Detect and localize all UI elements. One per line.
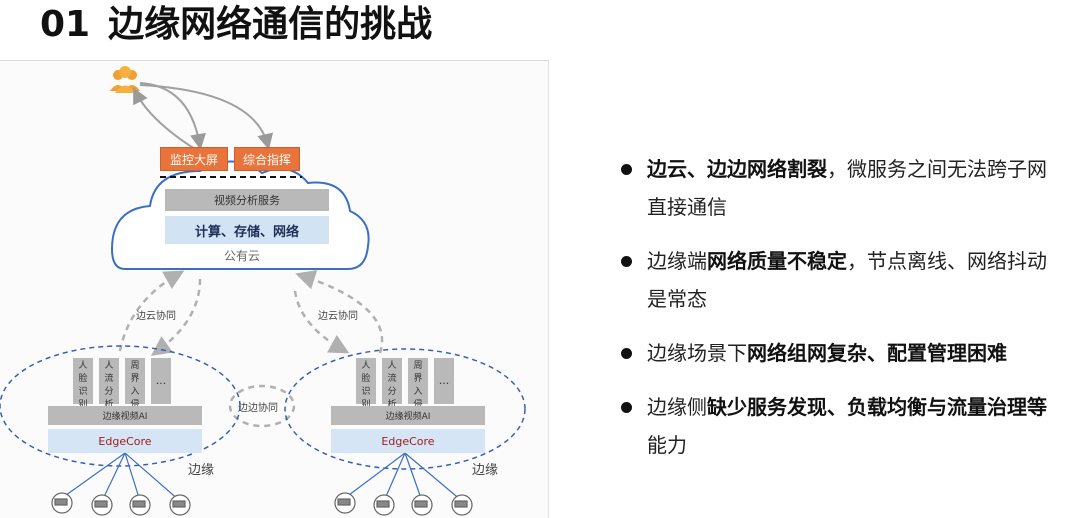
collab-arc-right-down [293,290,350,354]
edge-video-ai-right: 边缘视频AI [331,406,485,425]
bullet-dot-icon [621,348,632,359]
app-face-recognition: 人脸识别 [73,358,93,410]
camera-links-right [344,452,463,502]
bullet-emphasis: 网络质量不稳定 [707,249,847,273]
arrow-users-monitor [139,82,206,150]
app-perimeter-intrusion: 周界入侵 [125,358,145,410]
bullet-dot-icon [621,164,632,175]
app-crowd-analysis: 人流分析 [99,358,119,410]
collab-arc-left-up [118,270,185,352]
edge-collab-ring [228,384,296,428]
bullet-emphasis: 边云、边边网络割裂 [647,157,827,181]
app-perimeter-intrusion: 周界入侵 [408,358,428,410]
app-crowd-analysis: 人流分析 [382,358,402,410]
arrow-users-command [139,84,274,150]
bullet-emphasis: 缺少服务发现、负载均衡与流量治理等 [707,395,1047,419]
edge-left-outline [0,345,241,467]
bullet-segment: 边缘场景下 [647,341,747,365]
bullet-dot-icon [621,402,632,413]
app-more: ... [151,358,171,404]
edgecore-left: EdgeCore [48,429,202,453]
edge-video-ai-left: 边缘视频AI [48,406,202,425]
camera-icon [129,494,151,516]
cloud-edge-collab-label-left: 边云协同 [136,311,176,322]
public-cloud-label: 公有云 [224,249,261,263]
camera-icon [169,494,191,516]
camera-icon [451,494,473,516]
monitor-screen-button: 监控大屏 [160,147,228,171]
app-more: ... [434,358,454,404]
bullet-item: 边缘端网络质量不稳定，节点离线、网络抖动是常态 [615,242,1065,318]
architecture-diagram: 监控大屏 综合指挥 视频分析服务 计算、存储、网络 公有云 边云协同 边云协同 … [0,60,549,518]
edge-edge-collab-label: 边边协同 [238,403,278,414]
camera-icon [411,494,433,516]
bullet-segment: 边缘端 [647,249,707,273]
camera-icon [373,494,395,516]
edgecore-right: EdgeCore [331,429,485,453]
collab-arc-right-up [295,270,384,354]
camera-icon [91,494,113,516]
command-center-button: 综合指挥 [234,147,300,171]
bullet-item: 边云、边边网络割裂，微服务之间无法跨子网直接通信 [615,150,1065,226]
bullet-emphasis: 网络组网复杂、配置管理困难 [747,341,1007,365]
bullet-segment: 边缘侧 [647,395,707,419]
bullet-dot-icon [621,256,632,267]
edge-right-outline [284,348,526,470]
bullet-text: 边缘侧缺少服务发现、负载均衡与流量治理等能力 [647,395,1047,457]
bullet-item: 边缘场景下网络组网复杂、配置管理困难 [615,334,1065,372]
app-face-recognition: 人脸识别 [356,358,376,410]
bullet-item: 边缘侧缺少服务发现、负载均衡与流量治理等能力 [615,388,1065,464]
bullet-segment: 能力 [647,433,687,457]
title-number: 01 [40,4,91,45]
video-analysis-service: 视频分析服务 [165,189,329,211]
challenge-list: 边云、边边网络割裂，微服务之间无法跨子网直接通信 边缘端网络质量不稳定，节点离线… [615,150,1065,480]
cloud-edge-collab-label-right: 边云协同 [318,311,358,322]
camera-icon [51,492,73,514]
title-text: 边缘网络通信的挑战 [108,4,433,45]
edge-label-right: 边缘 [472,463,499,478]
bullet-text: 边云、边边网络割裂，微服务之间无法跨子网直接通信 [647,157,1047,219]
bullet-segment: ，节点离线、网络抖动是常态 [647,249,1047,311]
bullet-text: 边缘端网络质量不稳定，节点离线、网络抖动是常态 [647,249,1047,311]
page-title: 01 边缘网络通信的挑战 [40,0,432,54]
edge-label-left: 边缘 [188,463,215,478]
camera-links-left [61,452,181,502]
camera-icon [334,492,356,514]
compute-storage-network: 计算、存储、网络 [165,216,329,244]
bullet-segment: ，微服务之间无法跨子网直接通信 [647,157,1047,219]
users-icon [110,66,140,93]
bullet-text: 边缘场景下网络组网复杂、配置管理困难 [647,341,1007,365]
arrow-monitor-users [133,87,199,152]
collab-arc-left-down [150,278,202,356]
